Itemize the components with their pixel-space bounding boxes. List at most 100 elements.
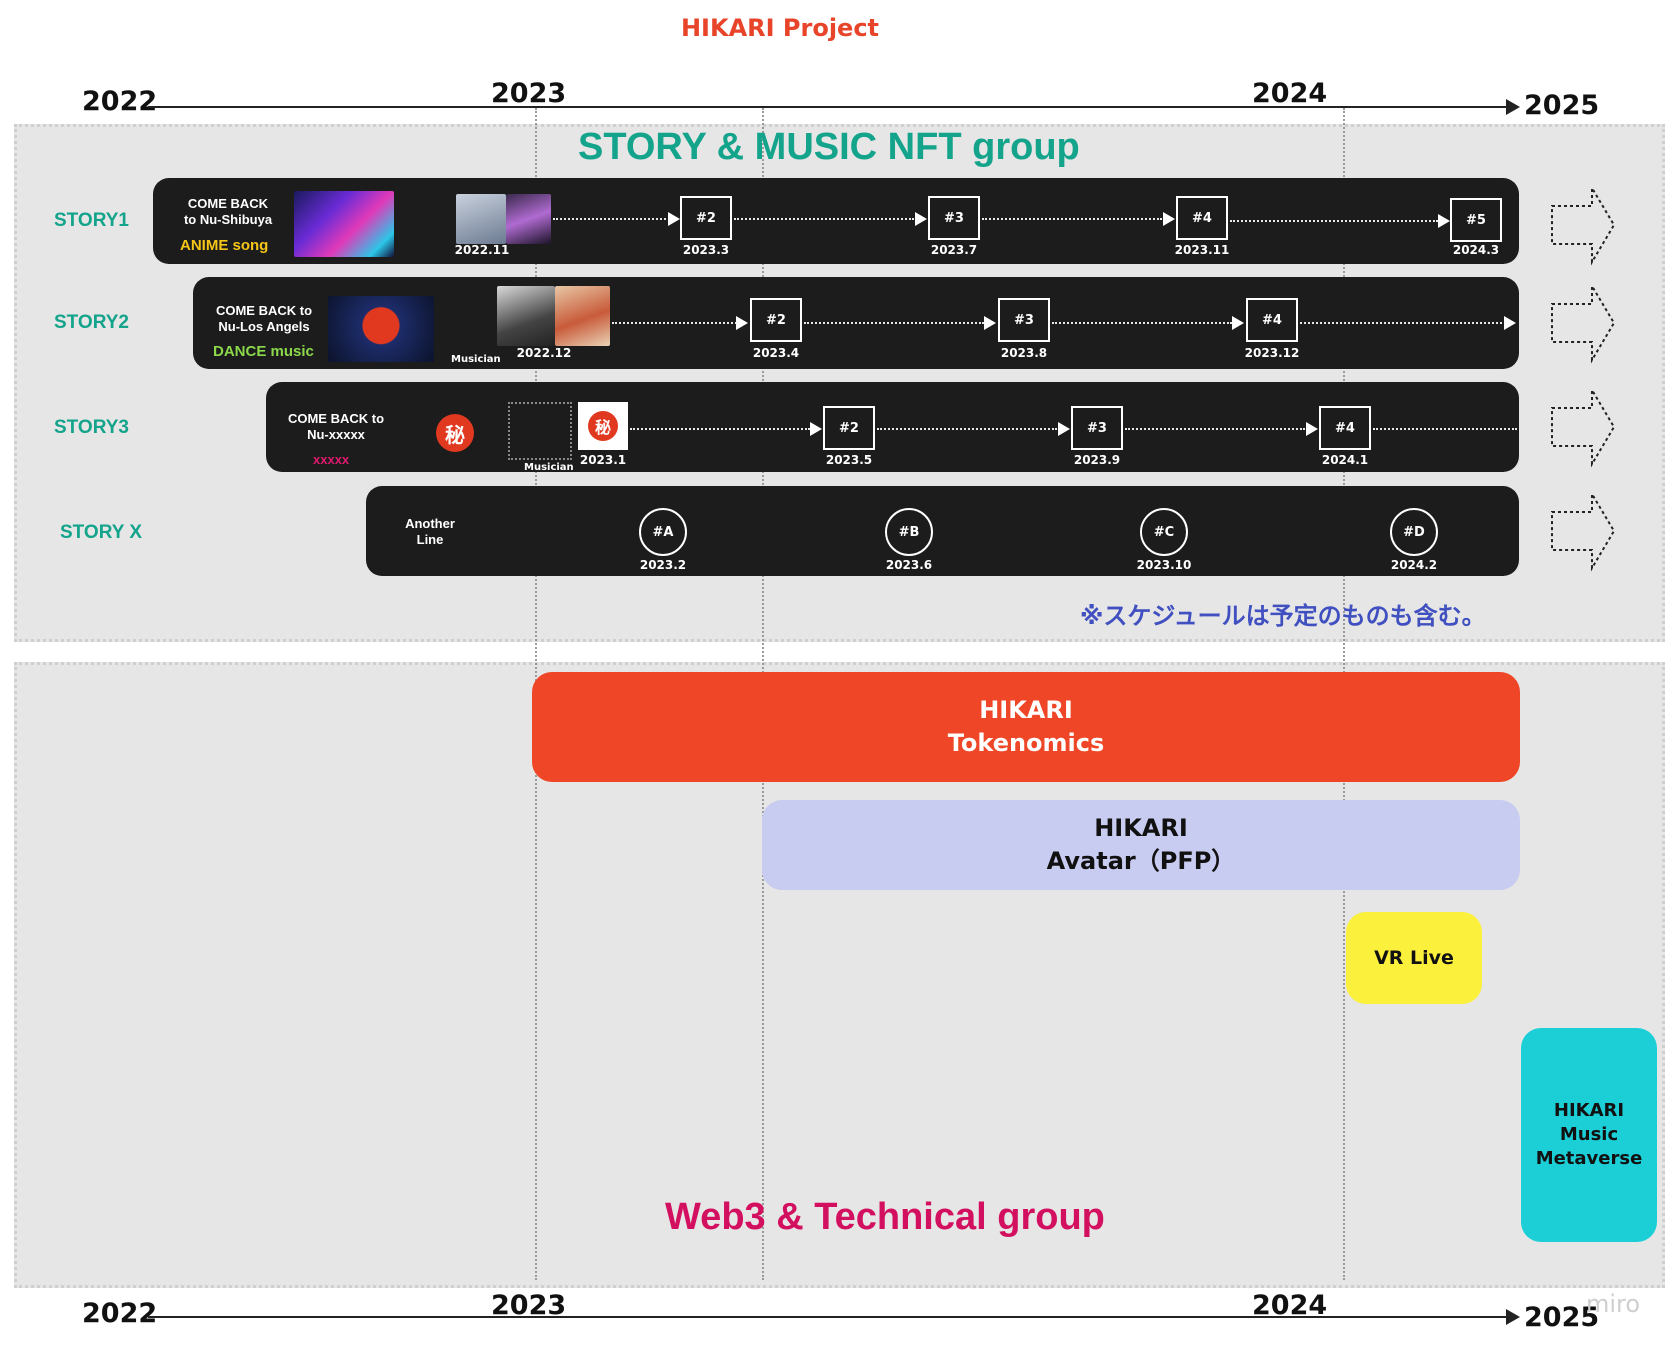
story1-genre-word2: song <box>233 237 269 254</box>
story3-connector-1 <box>630 428 810 430</box>
story1-key-visual <box>294 191 394 257</box>
story1-thumbnail-a <box>456 194 506 244</box>
story3-milestone-4-date: 2024.1 <box>1305 453 1385 467</box>
story3-arrow-3 <box>1306 422 1318 436</box>
story2-genre-word2: music <box>271 343 314 360</box>
story1-connector-3 <box>982 218 1162 220</box>
axis-year-2025: 2025 <box>1524 90 1599 121</box>
story2-connector-3 <box>1052 322 1232 324</box>
story2-milestone-4: #4 <box>1246 298 1298 342</box>
storyx-milestone-b: #B <box>885 508 933 556</box>
timeline-axis-bottom <box>148 1316 1508 1318</box>
story3-milestone-4: #4 <box>1319 406 1371 450</box>
story3-genre-word1: xxxxx <box>313 452 349 467</box>
story3-seal-icon: 秘 <box>436 414 474 452</box>
story1-start-date: 2022.11 <box>442 243 522 257</box>
storyx-milestone-a-date: 2023.2 <box>623 558 703 572</box>
story1-genre: ANIME song <box>180 237 268 254</box>
storyx-milestone-d: #D <box>1390 508 1438 556</box>
avatar-bar-line2: Avatar（PFP） <box>762 845 1520 878</box>
metaverse-bar-line3: Metaverse <box>1521 1147 1657 1171</box>
story2-key-visual <box>328 296 434 362</box>
story1-milestone-3-date: 2023.7 <box>914 243 994 257</box>
story2-milestone-3-date: 2023.8 <box>984 346 1064 360</box>
story1-milestone-3: #3 <box>928 196 980 240</box>
story2-label: STORY2 <box>54 312 129 334</box>
storyx-continue-arrow-icon <box>1550 490 1618 572</box>
story1-milestone-5: #5 <box>1450 198 1502 242</box>
story2-milestone-4-date: 2023.12 <box>1232 346 1312 360</box>
axis-year-2024: 2024 <box>1252 78 1327 109</box>
story1-milestone-5-date: 2024.3 <box>1436 243 1516 257</box>
tokenomics-bar-line1: HIKARI <box>532 694 1520 727</box>
story2-continue-arrow-icon <box>1550 282 1618 364</box>
axis-year-2023: 2023 <box>491 78 566 109</box>
story2-milestone-3: #3 <box>998 298 1050 342</box>
storyx-milestone-c: #C <box>1140 508 1188 556</box>
story3-continue-arrow-icon <box>1550 386 1618 468</box>
axis-year-2022: 2022 <box>82 86 157 117</box>
story3-genre: xxxxx <box>313 452 349 467</box>
page-title: HIKARI Project <box>0 14 1560 42</box>
avatar-bar-line1: HIKARI <box>762 812 1520 845</box>
miro-watermark: miro <box>1586 1290 1640 1318</box>
story3-milestone-3: #3 <box>1071 406 1123 450</box>
schedule-note: ※スケジュールは予定のものも含む。 <box>1080 596 1486 631</box>
story3-milestone-3-date: 2023.9 <box>1057 453 1137 467</box>
top-group-title: STORY & MUSIC NFT group <box>578 126 1080 169</box>
story1-connector-1 <box>553 218 673 220</box>
story1-continue-arrow-icon <box>1550 184 1618 266</box>
story2-genre: DANCE music <box>213 343 314 360</box>
axis-arrow-bottom <box>1506 1309 1520 1325</box>
story2-connector-4 <box>1300 322 1506 324</box>
story2-genre-word1: DANCE <box>213 343 266 360</box>
story2-connector-1 <box>612 322 740 324</box>
story3-title: COME BACK to Nu-xxxxx <box>280 411 392 443</box>
story2-arrow-1 <box>736 316 748 330</box>
story1-arrow-2 <box>915 212 927 226</box>
story1-milestone-4-date: 2023.11 <box>1162 243 1242 257</box>
axis-arrow-top <box>1506 99 1520 115</box>
story1-label: STORY1 <box>54 210 129 232</box>
story2-arrow-4 <box>1504 316 1516 330</box>
story3-arrow-1 <box>810 422 822 436</box>
music-metaverse-bar: HIKARI Music Metaverse <box>1521 1028 1657 1242</box>
metaverse-bar-line2: Music <box>1521 1123 1657 1147</box>
storyx-milestone-a: #A <box>639 508 687 556</box>
vr-live-bar: VR Live <box>1346 912 1482 1004</box>
story2-milestone-2: #2 <box>750 298 802 342</box>
storyx-milestone-d-date: 2024.2 <box>1374 558 1454 572</box>
story2-title: COME BACK to Nu-Los Angels <box>208 303 320 335</box>
story1-arrow-4 <box>1438 214 1450 228</box>
story3-connector-4 <box>1373 428 1517 430</box>
story2-musician-photo-a <box>497 286 555 346</box>
story1-milestone-2-date: 2023.3 <box>666 243 746 257</box>
bottom-group-title: Web3 & Technical group <box>665 1196 1105 1239</box>
story1-milestone-4: #4 <box>1176 196 1228 240</box>
story1-connector-4 <box>1230 220 1438 222</box>
story3-arrow-2 <box>1058 422 1070 436</box>
story3-thumbnail: 秘 <box>578 402 628 450</box>
story3-thumbnail-seal-icon: 秘 <box>588 411 618 441</box>
story3-label: STORY3 <box>54 417 129 439</box>
axis-year-2022-bottom: 2022 <box>82 1298 157 1329</box>
story1-milestone-2: #2 <box>680 196 732 240</box>
story3-start-date: 2023.1 <box>563 453 643 467</box>
story3-connector-2 <box>877 428 1057 430</box>
storyx-title: Another Line <box>386 516 474 548</box>
storyx-label: STORY X <box>60 522 142 544</box>
metaverse-bar-line1: HIKARI <box>1521 1099 1657 1123</box>
story2-musician-label: Musician <box>451 354 501 365</box>
avatar-pfp-bar: HIKARI Avatar（PFP） <box>762 800 1520 890</box>
tokenomics-bar-line2: Tokenomics <box>532 727 1520 760</box>
story1-thumbnail-b <box>506 194 551 244</box>
story1-arrow-3 <box>1163 212 1175 226</box>
story1-connector-2 <box>734 218 914 220</box>
story3-connector-3 <box>1125 428 1305 430</box>
vr-live-bar-label: VR Live <box>1346 947 1482 969</box>
story2-milestone-2-date: 2023.4 <box>736 346 816 360</box>
story2-connector-2 <box>804 322 984 324</box>
story2-musician-photo-b <box>555 286 610 346</box>
story1-arrow-1 <box>668 212 680 226</box>
tokenomics-bar: HIKARI Tokenomics <box>532 672 1520 782</box>
